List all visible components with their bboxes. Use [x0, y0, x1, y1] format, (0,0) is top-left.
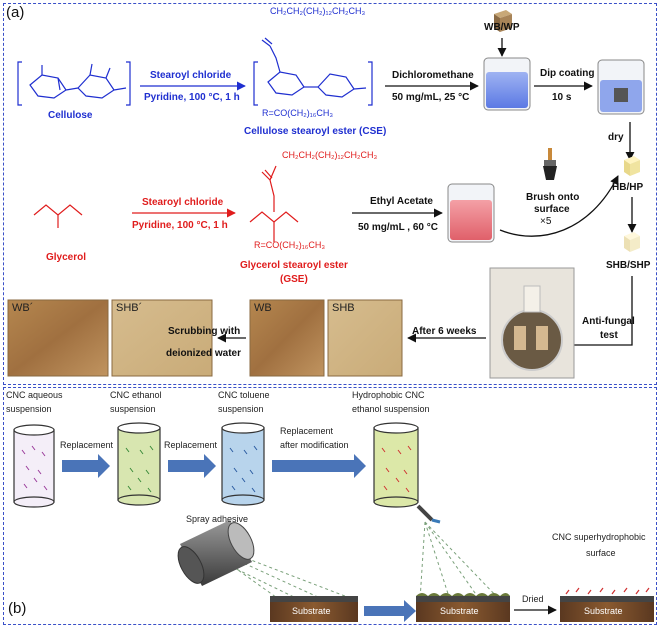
- cnc-particles: [21, 445, 412, 493]
- beaker-red-icon: [447, 183, 495, 243]
- panel-a-border: [3, 3, 657, 385]
- glycerol-name: Glycerol: [46, 252, 87, 263]
- spray-roller-icon: [177, 520, 255, 586]
- cnc-beaker-3: [221, 422, 265, 506]
- brush-icon: [543, 148, 557, 180]
- final-label-1: CNC superhydrophobic: [552, 532, 646, 542]
- row1-solvent-top: Dichloromethane: [392, 70, 474, 81]
- replace2-label: Replacement: [164, 440, 218, 450]
- panel-b-label: (b): [8, 600, 27, 617]
- beaker-blue-icon: [483, 57, 531, 111]
- row2-solvent-top: Ethyl Acetate: [370, 196, 433, 207]
- hb-block-icon: [624, 156, 640, 176]
- substrate-2: [416, 593, 510, 622]
- replace1-label: Replacement: [60, 440, 114, 450]
- beaker-coated-block-icon: [597, 59, 645, 115]
- dry-label: dry: [608, 132, 624, 143]
- beaker1-label-2: suspension: [6, 404, 52, 414]
- photo-wb2-label: WB´: [12, 302, 34, 314]
- spray-label: Spray adhesive: [186, 514, 249, 524]
- row2-reagent-bottom: Pyridine, 100 °C, 1 h: [132, 220, 228, 231]
- gse-name-2: (GSE): [280, 274, 308, 285]
- brush-2: surface: [534, 204, 570, 215]
- substrate-1: [270, 596, 358, 622]
- cnc-beaker-1: [13, 424, 55, 508]
- beaker4-label-2: ethanol suspension: [352, 404, 430, 414]
- cse-structure: [253, 37, 373, 106]
- cnc-beaker-2: [117, 422, 161, 506]
- gse-chain: CH₂CH₂(CH₂)₁₂CH₂CH₃: [282, 150, 378, 160]
- glycerol-structure: [33, 204, 83, 228]
- cse-name: Cellulose stearoyl ester (CSE): [244, 126, 387, 137]
- shb-block-icon: [624, 232, 640, 252]
- substrate-3: [560, 587, 654, 622]
- row1-solvent-bottom: 50 mg/mL, 25 °C: [392, 92, 470, 103]
- spray-nozzle: [416, 504, 441, 524]
- gse-structure: [249, 165, 299, 242]
- arrow-brush: [499, 175, 619, 237]
- gse-name-1: Glycerol stearoyl ester: [240, 260, 348, 271]
- brush-3: ×5: [540, 216, 552, 227]
- antifungal-1: Anti-fungal: [582, 316, 635, 327]
- photo-wb-label: WB: [254, 302, 272, 314]
- photo-shb2-label: SHB´: [116, 302, 143, 314]
- beaker2-label-2: suspension: [110, 404, 156, 414]
- weeks-label: After 6 weeks: [412, 326, 477, 337]
- replace3-label-2: after modification: [280, 440, 349, 450]
- cellulose-name: Cellulose: [48, 110, 93, 121]
- beaker1-label-1: CNC aqueous: [6, 390, 63, 400]
- row2-reagent-top: Stearoyl chloride: [142, 197, 224, 208]
- replace3-label-1: Replacement: [280, 426, 334, 436]
- photo-shb: [327, 299, 403, 377]
- dried-label: Dried: [522, 594, 544, 604]
- photo-shb-label: SHB: [332, 302, 355, 314]
- scrub-2: deionized water: [166, 348, 242, 359]
- flask-photo: [489, 267, 575, 379]
- wood-block-icon: [494, 10, 512, 32]
- cse-r-group: R=CO(CH₂)₁₆CH₃: [262, 108, 334, 118]
- hb-label: HB/HP: [612, 182, 644, 193]
- row2-solvent-bottom: 50 mg/mL , 60 °C: [358, 222, 438, 233]
- row1-reagent-bottom: Pyridine, 100 °C, 1 h: [144, 92, 240, 103]
- row1-reagent-top: Stearoyl chloride: [150, 70, 232, 81]
- photo-wb2: [7, 299, 109, 377]
- antifungal-2: test: [600, 330, 618, 341]
- substrate-3-label: Substrate: [584, 606, 623, 616]
- beaker2-label-1: CNC ethanol: [110, 390, 162, 400]
- final-label-2: surface: [586, 548, 616, 558]
- shb-label: SHB/SHP: [606, 260, 651, 271]
- beaker3-label-1: CNC toluene: [218, 390, 270, 400]
- brush-1: Brush onto: [526, 192, 580, 203]
- beaker3-label-2: suspension: [218, 404, 264, 414]
- block-arrows: [62, 454, 416, 622]
- scrub-1: Scrubbing with: [168, 326, 241, 337]
- gse-r-group: R=CO(CH₂)₁₆CH₃: [254, 240, 326, 250]
- panel-a-label: (a): [6, 4, 25, 21]
- beaker4-label-1: Hydrophobic CNC: [352, 390, 425, 400]
- spray-lines: [223, 521, 501, 601]
- cnc-beaker-4: [373, 422, 419, 508]
- substrate-2-label: Substrate: [440, 606, 479, 616]
- photo-wb: [249, 299, 325, 377]
- photo-shb2: [111, 299, 213, 377]
- dip-top: Dip coating: [540, 68, 595, 79]
- dip-bottom: 10 s: [552, 92, 572, 103]
- wbwp-label: WB/WP: [484, 22, 520, 33]
- cse-chain: CH₂CH₂(CH₂)₁₂CH₂CH₃: [270, 6, 366, 16]
- panel-b-border: [3, 387, 657, 625]
- substrate-1-label: Substrate: [292, 606, 331, 616]
- cellulose-structure: [17, 61, 131, 106]
